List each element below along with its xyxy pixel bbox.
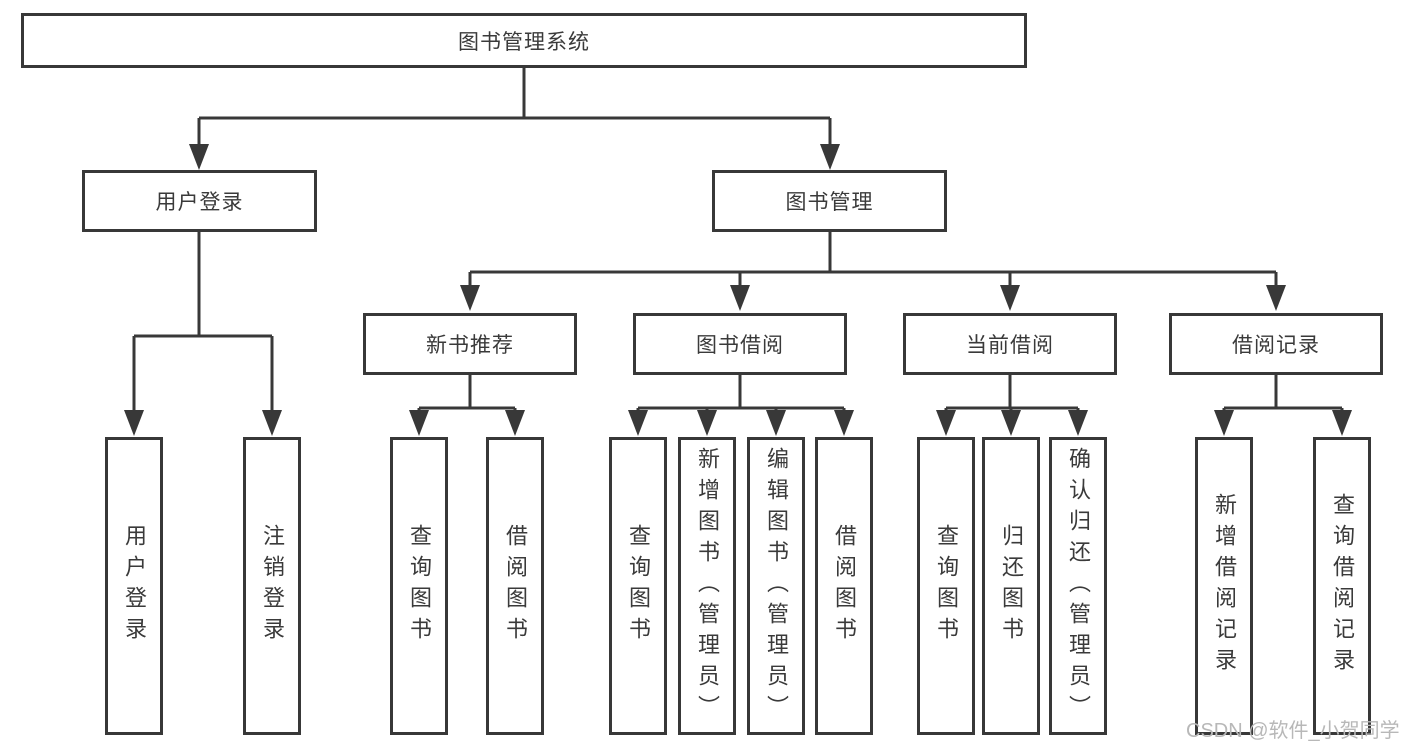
node-book-management: 图书管理 [712,170,947,232]
connector-book-management-to-children [460,232,1286,311]
leaf-recommend-query-book: 查询图书 [390,437,448,735]
leaf-edit-book-admin: 编辑图书（管理员） [747,437,805,735]
node-user-login: 用户登录 [82,170,317,232]
leaf-logout: 注销登录 [243,437,301,735]
node-root: 图书管理系统 [21,13,1027,68]
connector-borrow-record-to-children [1214,375,1352,436]
node-borrow-record: 借阅记录 [1169,313,1383,375]
node-book-borrow: 图书借阅 [633,313,847,375]
connector-root-to-branches [189,68,840,170]
leaf-add-borrow-record: 新增借阅记录 [1195,437,1253,735]
leaf-user-login: 用户登录 [105,437,163,735]
leaf-borrow-query-book: 查询图书 [609,437,667,735]
node-current-borrow: 当前借阅 [903,313,1117,375]
leaf-recommend-borrow-book: 借阅图书 [486,437,544,735]
leaf-current-query-book: 查询图书 [917,437,975,735]
leaf-query-borrow-record: 查询借阅记录 [1313,437,1371,735]
csdn-watermark: CSDN @软件_小贺同学 [1186,720,1400,742]
leaf-confirm-return-admin: 确认归还（管理员） [1049,437,1107,735]
leaf-return-book: 归还图书 [982,437,1040,735]
connector-current-borrow-to-children [936,375,1088,436]
leaf-add-book-admin: 新增图书（管理员） [678,437,736,735]
connector-new-book-recommend-to-children [409,375,525,436]
leaf-borrow-book: 借阅图书 [815,437,873,735]
connector-book-borrow-to-children [628,375,854,436]
node-new-book-recommend: 新书推荐 [363,313,577,375]
connector-user-login-to-children [124,232,282,436]
